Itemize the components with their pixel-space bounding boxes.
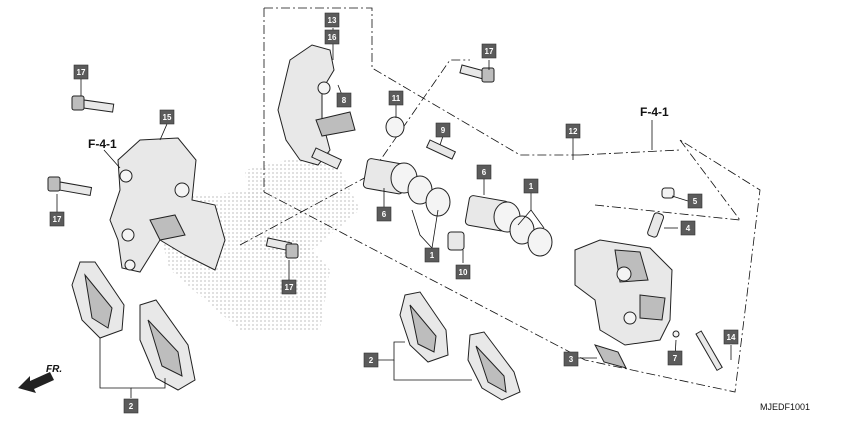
svg-text:6: 6 [482, 168, 487, 177]
svg-text:16: 16 [328, 33, 337, 42]
svg-text:4: 4 [686, 224, 691, 233]
brake-pads-middle [399, 291, 521, 401]
callout-7: 7 [667, 350, 683, 366]
callout-4: 4 [680, 220, 696, 236]
callout-6-right: 6 [476, 164, 492, 180]
callout-5: 5 [687, 193, 703, 209]
svg-text:11: 11 [392, 94, 401, 103]
svg-text:10: 10 [459, 268, 468, 277]
callout-2-middle: 2 [363, 352, 379, 368]
bolt-lower-left [47, 176, 93, 197]
svg-text:17: 17 [77, 68, 86, 77]
callout-14: 14 [723, 329, 739, 345]
svg-text:12: 12 [569, 127, 578, 136]
svg-text:1: 1 [430, 251, 435, 260]
callout-3: 3 [563, 351, 579, 367]
svg-text:3: 3 [569, 355, 574, 364]
drawing-code: MJEDF1001 [760, 402, 810, 412]
callout-11: 11 [388, 90, 404, 106]
callout-16: 16 [324, 29, 340, 45]
bleeder-cap-pin [647, 187, 723, 372]
svg-text:5: 5 [693, 197, 698, 206]
callout-17-top: 17 [481, 43, 497, 59]
svg-text:15: 15 [163, 113, 172, 122]
callout-17-lower-left: 17 [49, 211, 65, 227]
front-label: FR. [46, 364, 62, 375]
callout-13: 13 [324, 12, 340, 28]
pad-spring [593, 344, 627, 369]
svg-text:7: 7 [673, 354, 678, 363]
caliper-body [574, 239, 673, 346]
piston-seal-set [362, 116, 553, 257]
callout-6-left: 6 [376, 206, 392, 222]
svg-text:6: 6 [382, 210, 387, 219]
callout-17-middle: 17 [281, 279, 297, 295]
front-arrow-icon [18, 372, 54, 393]
svg-text:9: 9 [441, 126, 446, 135]
svg-text:2: 2 [129, 402, 134, 411]
bolt-top-middle [459, 64, 495, 83]
svg-text:2: 2 [369, 356, 374, 365]
callout-12: 12 [565, 123, 581, 139]
callout-9: 9 [435, 122, 451, 138]
svg-text:14: 14 [727, 333, 736, 342]
ref-label-left: F-4-1 [88, 137, 117, 151]
svg-text:17: 17 [53, 215, 62, 224]
svg-text:17: 17 [285, 283, 294, 292]
callout-2-left: 2 [123, 398, 139, 414]
bolt-upper-left [71, 95, 115, 113]
svg-text:17: 17 [485, 47, 494, 56]
assembly-outline [239, 7, 761, 393]
bolt-middle-left [265, 237, 299, 259]
caliper-bracket [109, 137, 226, 273]
callout-1-right: 1 [523, 178, 539, 194]
ref-label-right: F-4-1 [640, 105, 669, 119]
caliper-support [277, 44, 356, 170]
svg-text:13: 13 [328, 16, 337, 25]
leader-lines [56, 28, 732, 398]
svg-text:1: 1 [529, 182, 534, 191]
callout-17-upper-left: 17 [73, 64, 89, 80]
brake-pads-left [71, 261, 196, 391]
callout-1-left: 1 [424, 247, 440, 263]
callout-15: 15 [159, 109, 175, 125]
callout-10: 10 [455, 264, 471, 280]
callout-8: 8 [336, 92, 352, 108]
svg-text:8: 8 [342, 96, 347, 105]
